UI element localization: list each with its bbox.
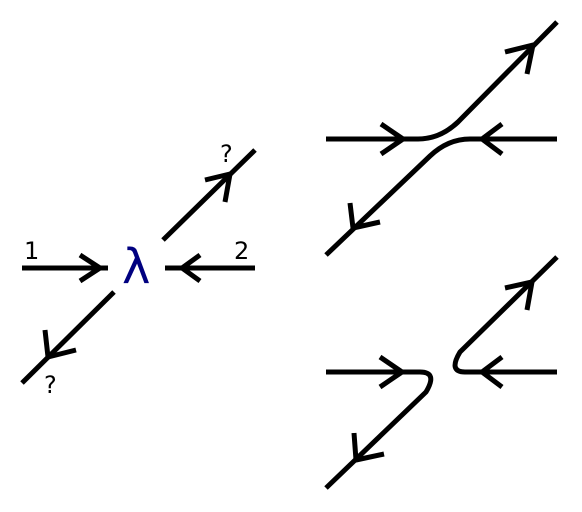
arrow-incoming-right: [479, 122, 504, 156]
arrow-incoming-left-bottom: [378, 354, 405, 390]
arrow-outgoing-upper-right: [504, 42, 536, 75]
bottom-right-diagram: [324, 255, 559, 490]
path-left-to-upper-right: [326, 20, 559, 142]
arrow-outgoing-upper-right-bottom: [504, 279, 535, 311]
outgoing-arrow-lower: [42, 329, 77, 360]
incoming-arrow-2: [179, 252, 202, 284]
path-right-reflect: [452, 255, 559, 375]
label-outgoing-upper: ?: [220, 140, 233, 168]
outgoing-arrow-upper: [204, 171, 233, 203]
left-vertex-diagram: 1 2 λ ? ?: [20, 140, 257, 399]
label-particle-2: 2: [234, 237, 249, 265]
outgoing-line-upper: [161, 148, 257, 242]
path-left-reflect: [324, 369, 434, 490]
path-right-to-lower-left: [324, 136, 557, 257]
incoming-arrow-1: [78, 252, 103, 284]
label-particle-1: 1: [24, 237, 39, 265]
arrow-outgoing-lower-left: [347, 202, 381, 231]
outgoing-line-lower: [20, 290, 116, 385]
label-outgoing-lower: ?: [44, 371, 57, 399]
arrow-incoming-right-bottom: [479, 355, 504, 389]
arrow-incoming-left: [379, 121, 406, 157]
coupling-lambda: λ: [122, 239, 150, 295]
arrow-outgoing-lower-left-bottom: [351, 432, 385, 463]
top-right-diagram: [324, 20, 559, 257]
